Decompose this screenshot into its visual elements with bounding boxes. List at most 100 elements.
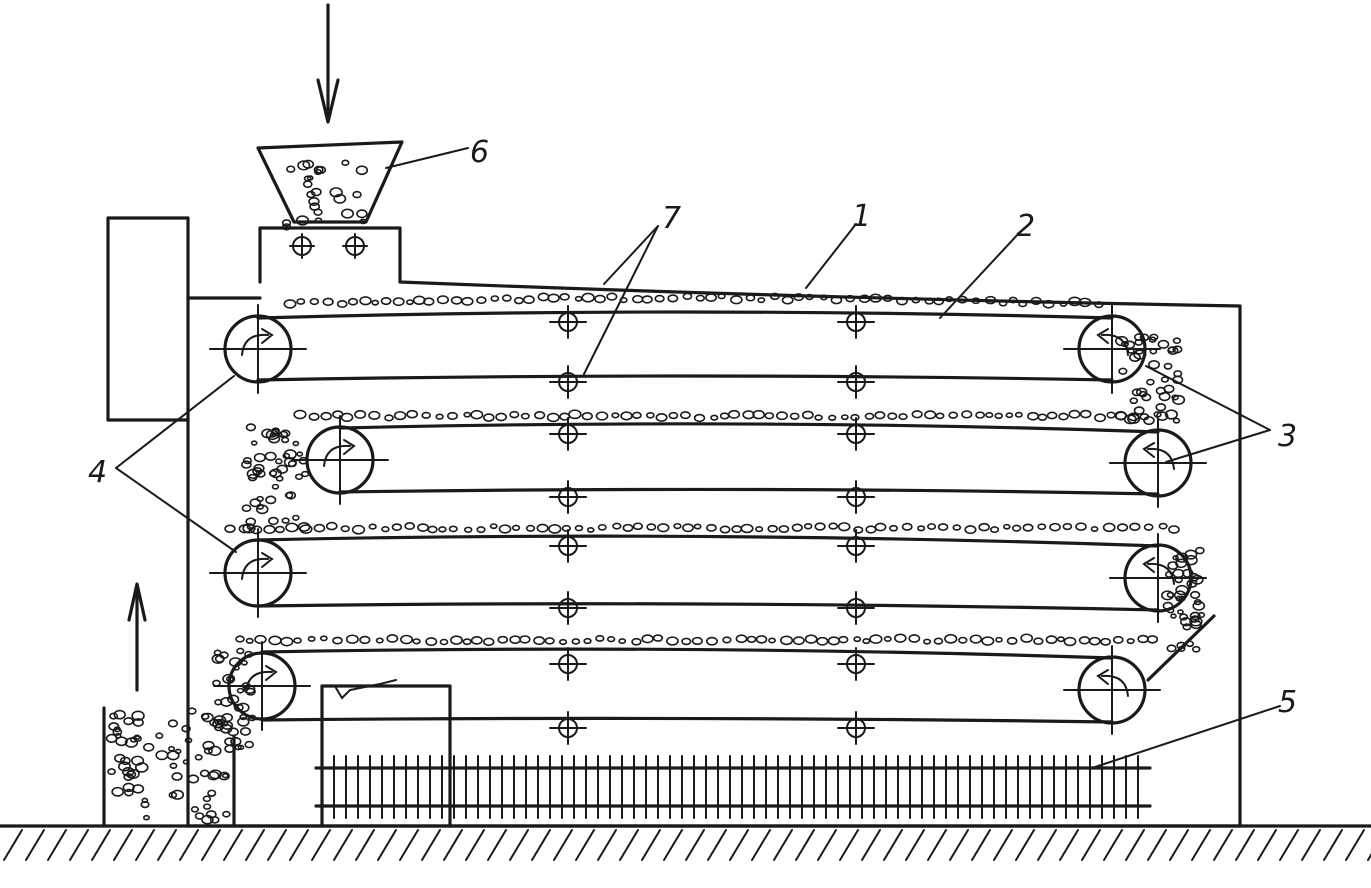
hatch-stroke bbox=[663, 829, 683, 861]
falling-grain bbox=[236, 702, 250, 713]
falling-grain bbox=[1118, 367, 1128, 375]
hatch-stroke bbox=[399, 829, 419, 861]
label-3: 3 bbox=[1278, 419, 1297, 454]
heater-grate bbox=[321, 755, 1139, 819]
grain bbox=[285, 522, 299, 533]
falling-grain bbox=[237, 716, 250, 727]
falling-grain bbox=[1172, 417, 1181, 424]
grain bbox=[245, 637, 254, 644]
grain bbox=[381, 526, 390, 533]
grain bbox=[793, 293, 805, 302]
label-2: 2 bbox=[1016, 209, 1035, 244]
falling-grain bbox=[241, 460, 252, 469]
grain bbox=[984, 295, 997, 305]
grain bbox=[1005, 412, 1014, 419]
falling-grain bbox=[246, 523, 255, 531]
label-6: 6 bbox=[470, 135, 489, 170]
falling-grain bbox=[1179, 617, 1192, 627]
grain bbox=[985, 411, 994, 419]
falling-grain bbox=[1120, 340, 1129, 348]
belt-bottom-4 bbox=[260, 716, 1114, 724]
grain bbox=[706, 523, 717, 532]
arrowhead-icon bbox=[261, 328, 274, 344]
grain bbox=[490, 295, 500, 302]
hatch-stroke bbox=[1103, 829, 1123, 861]
grain bbox=[1129, 522, 1141, 531]
hatch-stroke bbox=[69, 829, 89, 861]
grain bbox=[1106, 411, 1116, 419]
grain bbox=[463, 526, 473, 534]
label-4: 4 bbox=[88, 455, 107, 490]
grain bbox=[391, 523, 403, 531]
falling-grain bbox=[249, 498, 262, 508]
grain bbox=[1037, 523, 1047, 531]
grain bbox=[368, 523, 377, 530]
material-layer bbox=[209, 292, 1206, 753]
hatch-stroke bbox=[1279, 829, 1299, 861]
grain bbox=[280, 636, 294, 647]
bin-grain bbox=[194, 754, 203, 761]
hatch-stroke bbox=[25, 829, 45, 861]
bin-grain bbox=[119, 756, 131, 766]
falling-grain bbox=[1156, 411, 1169, 421]
falling-grain bbox=[250, 440, 258, 446]
grain bbox=[691, 636, 703, 646]
bin-grain bbox=[155, 750, 169, 761]
grain bbox=[874, 522, 887, 532]
grain bbox=[404, 522, 416, 531]
grain bbox=[497, 635, 509, 644]
falling-grain bbox=[294, 473, 304, 481]
bin-grain bbox=[117, 761, 131, 772]
grain bbox=[417, 523, 429, 532]
grain bbox=[1018, 300, 1028, 308]
hatch-stroke bbox=[905, 829, 925, 861]
bin-grain bbox=[221, 773, 229, 779]
grain bbox=[944, 633, 958, 644]
falling-grain bbox=[239, 727, 252, 736]
grain bbox=[235, 635, 245, 643]
grain bbox=[717, 293, 726, 300]
falling-grain bbox=[271, 483, 280, 490]
hatch-stroke bbox=[47, 829, 67, 861]
grain bbox=[1045, 635, 1058, 645]
grain bbox=[380, 297, 392, 306]
hatch-stroke bbox=[1037, 829, 1057, 861]
falling-grain bbox=[301, 470, 310, 478]
bin-grain bbox=[202, 795, 212, 803]
bin-grain bbox=[182, 759, 190, 765]
grain bbox=[911, 296, 921, 304]
falling-grain bbox=[255, 504, 269, 515]
bin-grain bbox=[131, 710, 145, 722]
grain bbox=[705, 636, 718, 646]
grain bbox=[745, 294, 756, 302]
grain bbox=[595, 411, 609, 421]
grain bbox=[446, 411, 458, 420]
grain bbox=[865, 525, 877, 534]
rotation-arrow-icon bbox=[241, 557, 269, 580]
hopper-grain bbox=[341, 159, 350, 166]
grain bbox=[340, 412, 354, 423]
belt-top-1 bbox=[256, 310, 1114, 320]
arrowhead-icon bbox=[1096, 328, 1109, 344]
falling-grain bbox=[233, 703, 244, 712]
hatch-stroke bbox=[1147, 829, 1167, 861]
bin-grain bbox=[171, 772, 183, 781]
grain bbox=[680, 411, 691, 420]
falling-grain bbox=[1172, 345, 1183, 354]
support-roller bbox=[549, 417, 587, 451]
bin-grain bbox=[170, 789, 185, 800]
belt-top-4 bbox=[260, 647, 1114, 660]
grain bbox=[351, 524, 366, 535]
grain bbox=[887, 412, 898, 420]
grain bbox=[438, 526, 447, 533]
grain bbox=[789, 412, 800, 420]
grain bbox=[548, 524, 562, 534]
hatch-stroke bbox=[1323, 829, 1343, 861]
falling-grain bbox=[1166, 607, 1175, 614]
grain bbox=[406, 409, 419, 419]
rotation-arrow-icon bbox=[1147, 447, 1175, 470]
grain bbox=[511, 524, 521, 531]
bin-grain bbox=[184, 737, 193, 744]
grain bbox=[1112, 635, 1124, 644]
grain bbox=[937, 523, 949, 531]
